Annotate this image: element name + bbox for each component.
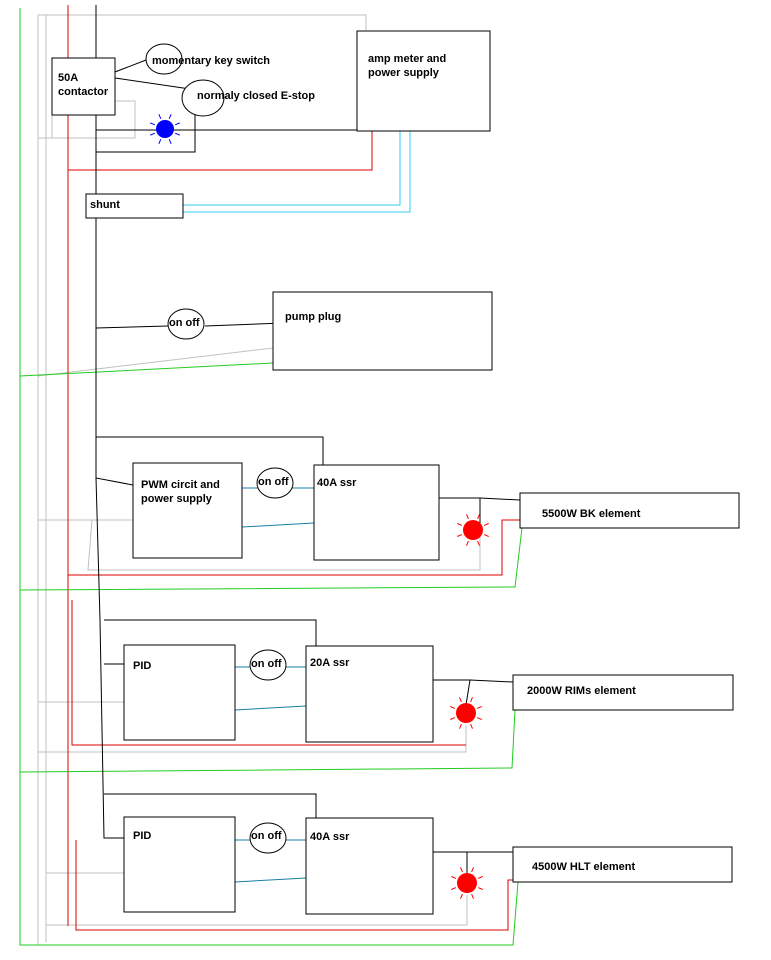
pump-switch: on off <box>167 308 205 340</box>
shunt-label: shunt <box>90 199 120 211</box>
ssr-hlt-label: 40A ssr <box>310 831 350 843</box>
hlt-indicator-lamp <box>451 867 483 899</box>
hlt-switch: on off <box>249 822 287 854</box>
rims-switch-label: on off <box>251 658 282 670</box>
shunt: shunt <box>85 193 184 219</box>
bk-element-label: 5500W BK element <box>542 508 641 520</box>
pump-switch-label: on off <box>169 317 200 329</box>
rims-element-label: 2000W RIMs element <box>527 685 636 697</box>
bk-switch: on off <box>256 467 294 499</box>
pid-hlt: PID <box>123 816 236 913</box>
estop-switch: normaly closed E-stop <box>181 79 315 117</box>
rims-element: 2000W RIMs element <box>512 674 734 711</box>
bus-wires <box>95 5 521 875</box>
ssr-rims: 20A ssr <box>305 645 434 743</box>
pid-rims-label: PID <box>133 660 151 672</box>
momentary-key-switch: momentary key switch <box>145 43 270 75</box>
meter-wires <box>183 131 411 213</box>
power-indicator-lamp <box>150 114 180 144</box>
hlt-switch-label: on off <box>251 830 282 842</box>
hlt-element: 4500W HLT element <box>512 846 733 883</box>
pid-hlt-label: PID <box>133 830 151 842</box>
hot-wires <box>67 5 520 931</box>
estop-label: normaly closed E-stop <box>197 90 315 102</box>
ground-wires <box>19 8 523 946</box>
ssr-bk: 40A ssr <box>313 464 440 561</box>
ssr-bk-label: 40A ssr <box>317 477 357 489</box>
neutral-wires <box>37 14 481 945</box>
bk-indicator-lamp <box>457 514 489 546</box>
bk-element: 5500W BK element <box>519 492 740 529</box>
ssr-rims-label: 20A ssr <box>310 657 350 669</box>
rims-switch: on off <box>249 649 287 681</box>
ssr-hlt: 40A ssr <box>305 817 434 915</box>
pid-rims: PID <box>123 644 236 741</box>
pump-plug: pump plug <box>272 291 493 371</box>
indicator-lamps <box>150 114 489 899</box>
bk-switch-label: on off <box>258 476 289 488</box>
hlt-element-label: 4500W HLT element <box>532 861 635 873</box>
key-switch-label: momentary key switch <box>152 55 270 67</box>
control-wires <box>234 487 315 883</box>
rims-indicator-lamp <box>450 697 482 729</box>
pump-plug-label: pump plug <box>285 311 341 323</box>
